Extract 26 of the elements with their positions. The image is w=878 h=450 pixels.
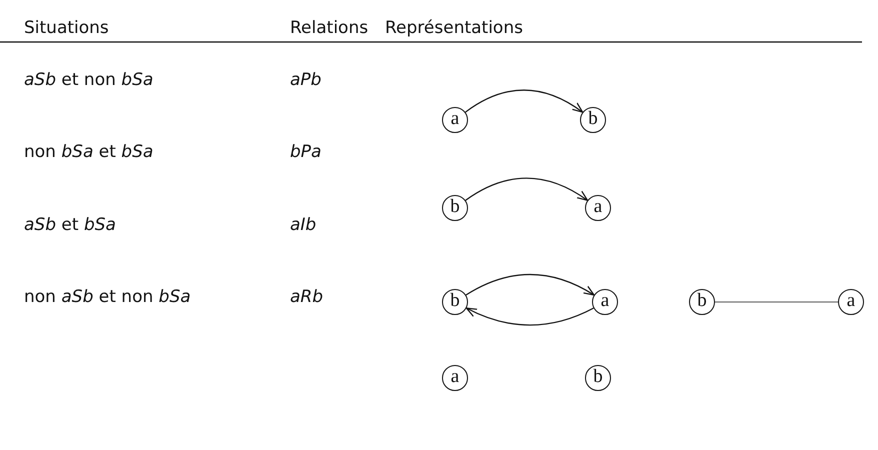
relation-label: aPb	[290, 70, 322, 90]
relation-label: aRb	[290, 287, 324, 307]
connector-line	[715, 301, 838, 303]
column-header: Situations	[24, 18, 109, 38]
vertex-circle: a	[585, 195, 611, 221]
situation-label: non aSb et non bSa	[24, 287, 191, 307]
vertex-circle: b	[442, 195, 468, 221]
vertex-circle: a	[838, 289, 864, 315]
arrow	[465, 90, 584, 113]
relation-label: bPa	[290, 142, 322, 162]
situation-label: aSb et non bSa	[24, 70, 154, 90]
arrow	[466, 308, 594, 326]
vertex-circle: b	[585, 365, 611, 391]
arrow	[465, 178, 588, 201]
vertex-circle: a	[442, 365, 468, 391]
situation-label: non bSa et bSa	[24, 142, 154, 162]
vertex-circle: b	[689, 289, 715, 315]
column-header: Représentations	[385, 18, 523, 38]
vertex-circle: b	[580, 107, 606, 133]
column-header: Relations	[290, 18, 368, 38]
vertex-circle: b	[442, 289, 468, 315]
vertex-circle: a	[442, 107, 468, 133]
situation-label: aSb et bSa	[24, 215, 116, 235]
arrow	[466, 274, 595, 296]
relation-label: aIb	[290, 215, 316, 235]
vertex-circle: a	[592, 289, 618, 315]
